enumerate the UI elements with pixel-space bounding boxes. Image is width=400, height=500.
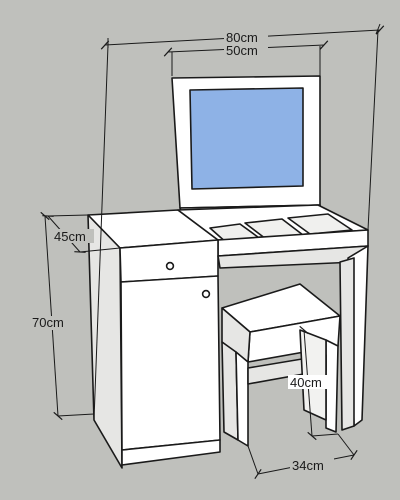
stool — [221, 283, 341, 447]
door-knob — [201, 289, 211, 299]
mirror-glass — [189, 87, 304, 190]
label-height: 70cm — [32, 315, 64, 330]
label-total-width: 80cm — [226, 30, 258, 45]
desk-legs — [217, 245, 369, 431]
drawer-knob — [165, 261, 175, 271]
cabinet-door — [120, 275, 221, 451]
label-stool-height: 40cm — [290, 375, 322, 390]
extension-lines — [93, 29, 379, 421]
desk-top — [87, 204, 369, 257]
label-depth: 45cm — [54, 229, 86, 244]
label-stool-width: 34cm — [292, 458, 324, 473]
cabinet — [87, 214, 221, 469]
label-mirror-width: 50cm — [226, 43, 258, 58]
cabinet-drawer — [119, 239, 219, 283]
mirror-panel — [171, 75, 323, 217]
